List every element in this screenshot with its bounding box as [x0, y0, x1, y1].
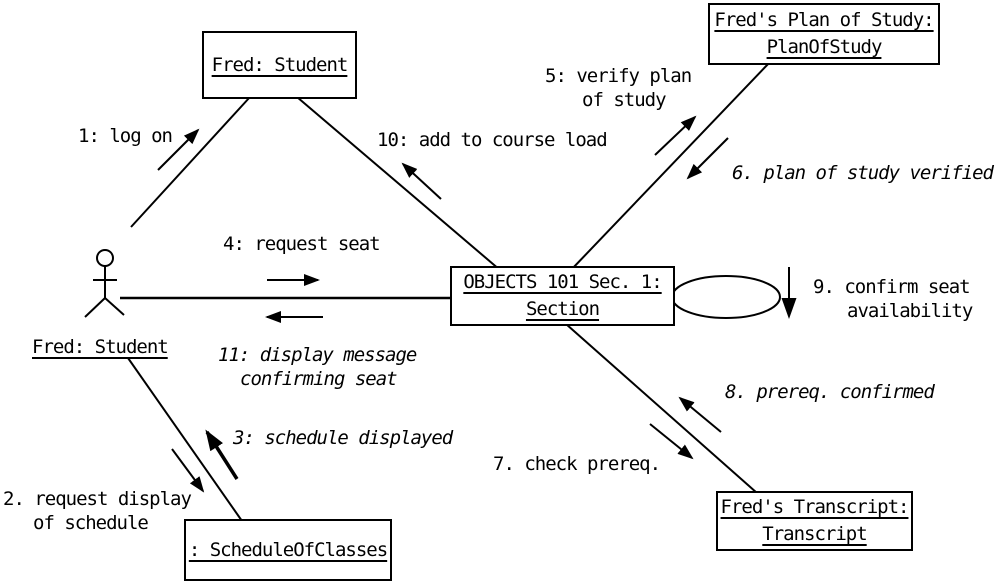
message-9-line-2: availability [847, 300, 973, 322]
message-2-label: 2. request display of schedule [3, 487, 192, 535]
arrow-msg5 [654, 115, 697, 156]
object-box-plan-of-study: Fred's Plan of Study: PlanOfStudy [708, 3, 940, 65]
message-11-line-1: 11: display message [218, 344, 417, 366]
object-box-transcript-label-2: Transcript [762, 523, 867, 545]
message-7-label: 7. check prereq. [493, 453, 661, 475]
message-8-label: 8. prereq. confirmed [725, 381, 935, 403]
message-2-line-2: of schedule [33, 512, 149, 534]
message-2-line-1: 2. request display [3, 488, 192, 510]
message-5-line-2: of study [582, 89, 667, 111]
arrow-msg6 [686, 137, 729, 180]
message-5-line-1: 5: verify plan [545, 65, 692, 87]
arrow-msg7 [649, 423, 694, 460]
message-11-label: 11: display message confirming seat [218, 343, 417, 391]
association-links [120, 61, 771, 522]
link-planofstudy-section [570, 61, 771, 271]
arrow-msg10 [401, 162, 442, 200]
object-box-plan-of-study-label-2: PlanOfStudy [766, 36, 883, 58]
message-6-label: 6. plan of study verified [732, 162, 994, 184]
actor-label: Fred: Student [32, 336, 169, 358]
arrow-msg1 [157, 128, 200, 171]
object-box-schedule-of-classes: : ScheduleOfClasses [184, 519, 392, 581]
link-student-box-section [296, 96, 501, 271]
object-box-student-label: Fred: Student [211, 53, 349, 76]
object-box-section: OBJECTS 101 Sec. 1: Section [450, 266, 675, 326]
arrow-msg3 [205, 429, 239, 480]
object-box-plan-of-study-label-1: Fred's Plan of Study: [714, 9, 934, 31]
actor-figure [84, 249, 125, 318]
object-box-schedule-of-classes-label: : ScheduleOfClasses [188, 538, 388, 561]
arrow-msg2 [171, 448, 205, 493]
arrow-msg8 [678, 396, 722, 433]
actor-right-leg [104, 297, 125, 316]
message-10-label: 10: add to course load [377, 129, 608, 151]
message-arrows [157, 115, 797, 493]
message-3-label: 3: schedule displayed [233, 427, 453, 449]
message-11-line-2: confirming seat [240, 368, 398, 390]
link-actor-student-box [130, 96, 251, 228]
message-9-line-1: 9. confirm seat [813, 276, 971, 298]
actor-left-leg [84, 297, 106, 318]
actor-head [96, 249, 114, 267]
object-box-transcript-label-1: Fred's Transcript: [720, 496, 910, 518]
self-loop-ellipse [671, 275, 781, 319]
message-1-label: 1: log on [78, 125, 173, 147]
link-section-transcript [565, 323, 758, 494]
object-box-section-label-1: OBJECTS 101 Sec. 1: [463, 271, 662, 293]
message-5-label: 5: verify plan of study [545, 64, 692, 112]
message-9-label: 9. confirm seat availability [813, 275, 973, 323]
link-actor-schedule [127, 357, 243, 522]
message-4-label: 4: request seat [223, 233, 381, 255]
object-box-section-label-2: Section [525, 298, 600, 320]
object-box-student: Fred: Student [202, 31, 357, 99]
object-box-transcript: Fred's Transcript: Transcript [716, 491, 913, 551]
